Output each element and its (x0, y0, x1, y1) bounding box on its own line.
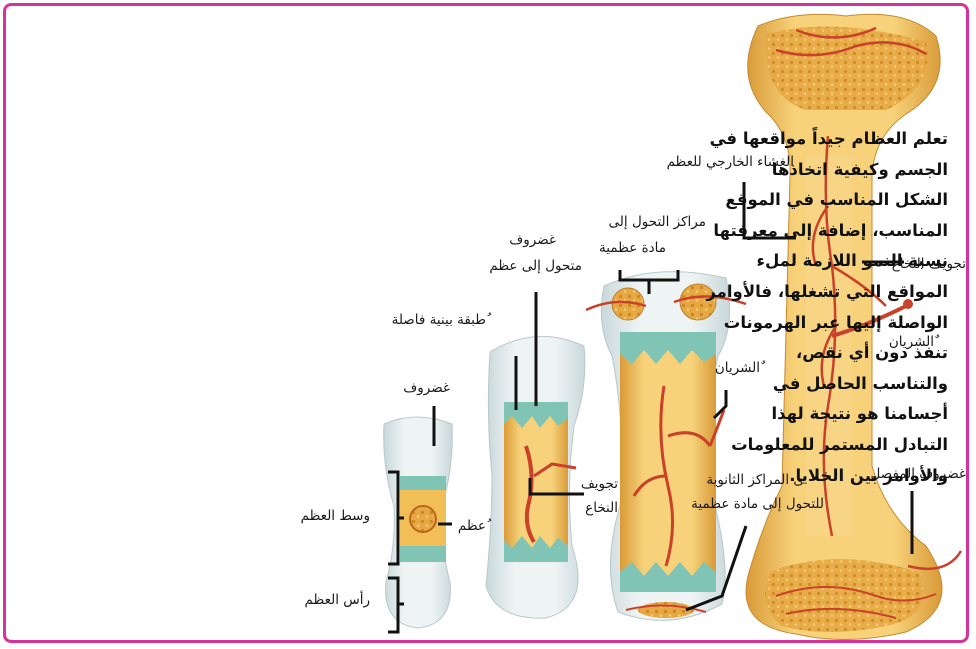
paragraph-line: التبادل المستمر للمعلومات (696, 430, 948, 461)
label-marrow-cavity-1: تجويف (581, 476, 618, 492)
paragraph-line: تعلم العظام جيداً مواقعها في (696, 124, 948, 155)
paragraph-line: تنفذ دون أي نقص، (696, 338, 948, 369)
description-paragraph: تعلم العظام جيداً مواقعها في الجسم وكيفي… (696, 124, 948, 491)
label-bone: ُعظم (458, 518, 492, 534)
label-cartilage-to-bone-2: متحول إلى عظم (489, 258, 582, 274)
paragraph-line: الشكل المناسب في الموقع (696, 185, 948, 216)
paragraph-line: والتناسب الحاصل في (696, 369, 948, 400)
paragraph-line: المواقع التي تشغلها، فالأوامر (696, 277, 948, 308)
label-secondary-centers-2: للتحول إلى مادة عظمية (691, 496, 824, 512)
paragraph-line: والأوامر بين الخلايا. (696, 461, 948, 492)
label-bone-shaft: وسط العظم (301, 508, 370, 524)
label-cartilage-to-bone-1: غضروف (509, 232, 556, 248)
paragraph-line: المناسب، إضافة إلى معرفتها (696, 216, 948, 247)
label-ossification-centers-2: مادة عظمية (599, 240, 666, 256)
label-marrow-cavity-2: النخاع (585, 500, 618, 516)
label-bone-head: رأس العظم (305, 590, 370, 608)
paragraph-line: الواصلة إليها عبر الهرمونات (696, 308, 948, 339)
label-interstitial-layer: ُطبقة بينية فاصلة (392, 312, 492, 328)
frame: الغشاء الخارجي للعظم تجويف النخاع ٌالشري… (3, 3, 969, 643)
paragraph-line: نسبة النمو اللازمة لملء (696, 246, 948, 277)
paragraph-line: أجسامنا هو نتيجة لهذا (696, 399, 948, 430)
paragraph-line: الجسم وكيفية اتخاذها (696, 155, 948, 186)
label-ossification-centers-1: مراكز التحول إلى (609, 214, 706, 230)
label-cartilage: غضروف (403, 380, 450, 396)
